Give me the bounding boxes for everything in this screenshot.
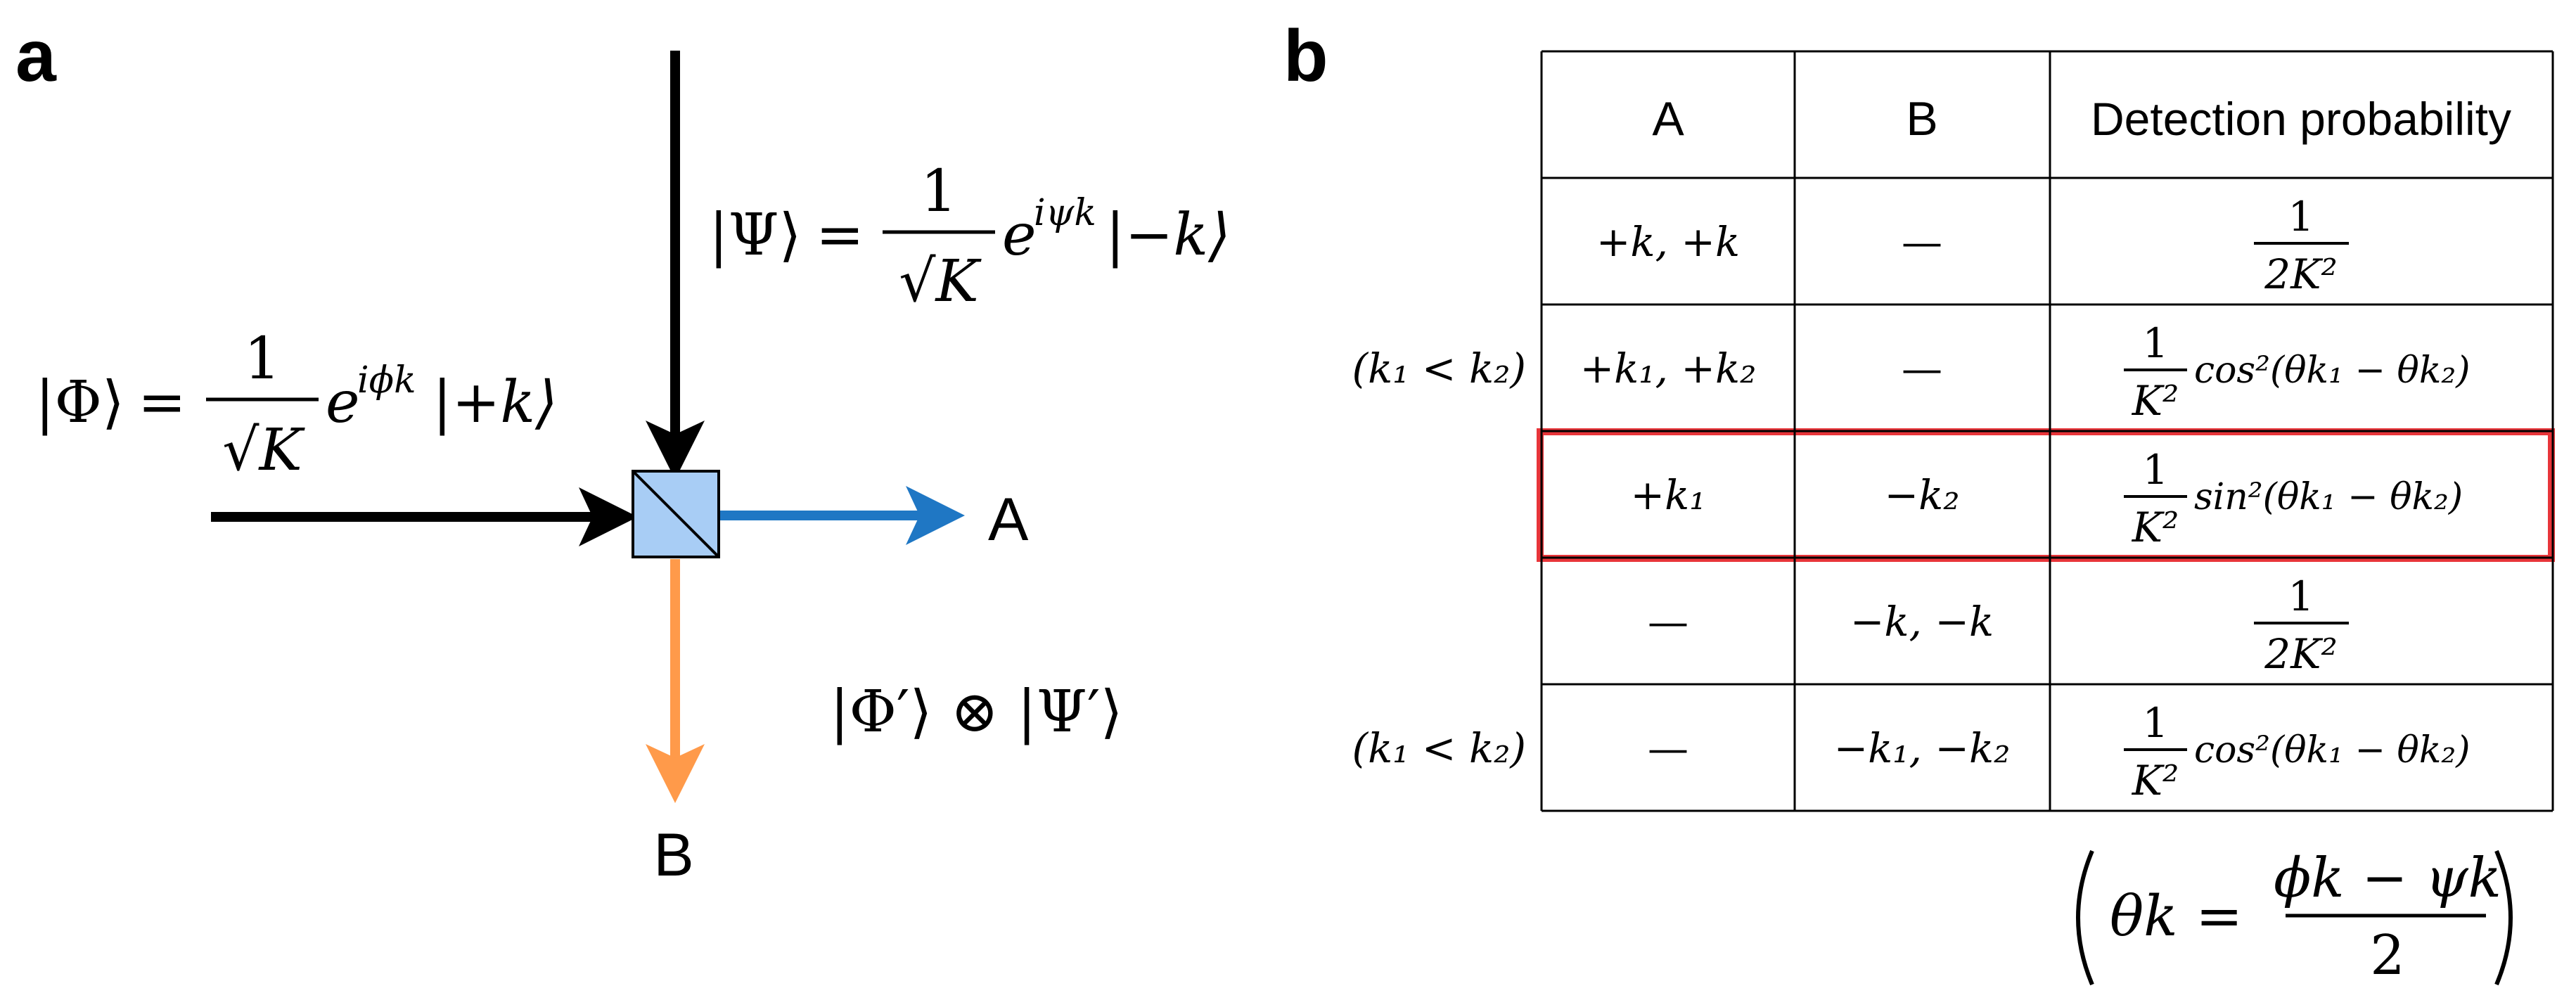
table-cell-a-3: — (1648, 598, 1689, 646)
phi-e: e (326, 369, 360, 436)
phi-exponent: iϕk (357, 359, 416, 402)
port-b-label: B (653, 821, 693, 889)
psi-e: e (1002, 202, 1037, 269)
panel-label-a: a (15, 15, 57, 97)
table-cell-a-0: +k, +k (1596, 218, 1740, 266)
phi-equals: = (138, 369, 186, 436)
phi-numerator: 1 (244, 326, 281, 392)
table-cell-b-4: −k₁, −k₂ (1834, 724, 2011, 772)
header-a: A (1652, 92, 1684, 146)
psi-state: |−k⟩ (1106, 202, 1231, 269)
psi-numerator: 1 (921, 158, 957, 225)
phi-state: |+k⟩ (432, 369, 558, 436)
row-condition-4: (k₁ < k₂) (1352, 724, 1526, 772)
prob-tail-2: sin²(θk₁ − θk₂) (2194, 476, 2463, 518)
table-cell-a-1: +k₁, +k₂ (1580, 345, 1757, 392)
psi-equation: |Ψ⟩ = 1 √K e iψk |−k⟩ (709, 158, 1231, 315)
prob-num-4: 1 (2143, 699, 2169, 747)
table-cell-a-4: — (1648, 724, 1689, 772)
probability-table (1540, 50, 2554, 812)
phi-equation: |Φ⟩ = 1 √K e iϕk |+k⟩ (35, 326, 558, 484)
prob-tail-4: cos²(θk₁ − θk₂) (2194, 729, 2471, 771)
port-a-label: A (988, 486, 1029, 553)
header-detection-probability: Detection probability (2091, 93, 2511, 145)
psi-exponent: iψk (1034, 192, 1096, 234)
table-cell-b-2: −k₂ (1885, 471, 1960, 519)
psi-denominator: √K (899, 248, 982, 315)
header-b: B (1906, 92, 1937, 146)
theta-denominator: 2 (2370, 924, 2405, 987)
prob-den-1: K² (2132, 377, 2179, 425)
table-cell-b-1: — (1902, 345, 1942, 392)
prob-den-4: K² (2132, 757, 2179, 805)
beam-splitter (632, 470, 720, 558)
prob-num-0: 1 (2288, 193, 2314, 241)
prob-den-2: K² (2132, 504, 2179, 551)
table-cell-b-3: −k, −k (1850, 598, 1994, 646)
prob-den-3: 2K² (2264, 630, 2337, 678)
theta-definition: θk = ϕk − ψk 2 (2076, 847, 2513, 987)
phi-denominator: √K (222, 417, 305, 484)
prob-num-1: 1 (2143, 319, 2169, 367)
row-condition-1: (k₁ < k₂) (1352, 345, 1526, 392)
phi-ket: |Φ⟩ (35, 369, 124, 436)
output-state: |Φ′⟩ ⊗ |Ψ′⟩ (830, 679, 1122, 745)
prob-num-2: 1 (2143, 446, 2169, 494)
table-cell-a-2: +k₁ (1631, 471, 1706, 519)
theta-numerator: ϕk − ψk (2274, 847, 2501, 910)
prob-den-0: 2K² (2264, 250, 2337, 298)
table-cell-b-0: — (1902, 218, 1942, 266)
psi-ket: |Ψ⟩ (709, 202, 802, 269)
prob-tail-1: cos²(θk₁ − θk₂) (2194, 350, 2471, 392)
theta-lhs: θk = (2110, 883, 2243, 949)
prob-num-3: 1 (2288, 572, 2314, 620)
panel-label-b: b (1283, 15, 1328, 97)
psi-equals: = (816, 202, 864, 269)
